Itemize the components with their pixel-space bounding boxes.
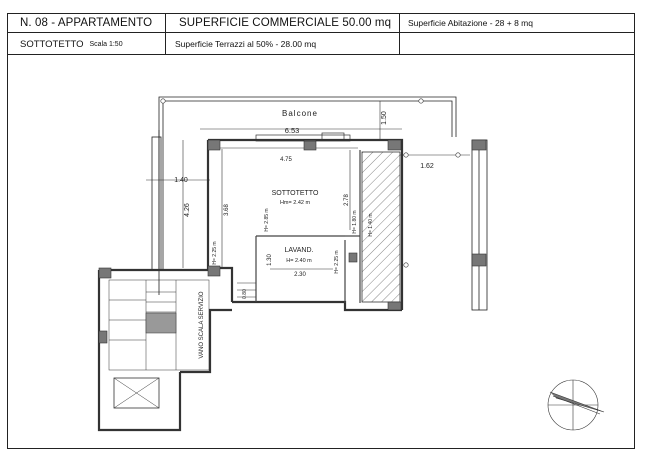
dim-laundry-width: 2.30 <box>294 272 306 278</box>
sheet-frame <box>7 13 635 449</box>
unit-title: N. 08 - APPARTAMENTO <box>7 13 166 33</box>
balcony-markers <box>160 98 461 268</box>
dim-inner-width: 4.75 <box>280 157 292 163</box>
terrace-area: Superficie Terrazzi al 50% - 28.00 mq <box>166 33 400 55</box>
commercial-area: SUPERFICIE COMMERCIALE 50.00 mq <box>166 13 400 33</box>
dim-left-depth: 4.26 <box>184 203 191 217</box>
service-stair <box>108 279 256 409</box>
drawing-scale: Scala 1:50 <box>89 40 123 48</box>
height-180: H= 1.80 m <box>352 210 358 233</box>
balcony-label: Balcone <box>282 109 318 118</box>
skylight <box>255 132 351 142</box>
level-cell: SOTTOTETTO Scala 1:50 <box>7 33 166 55</box>
interior-walls <box>255 150 361 303</box>
columns <box>98 139 487 344</box>
height-140: H= 1.40 m <box>368 213 374 236</box>
dim-inner-depth: 3.68 <box>224 204 230 216</box>
living-area: Superficie Abitazione - 28 + 8 mq <box>400 13 635 33</box>
attic-height: Hm= 2.42 m <box>280 200 311 206</box>
height-285: H= 2.85 m <box>264 208 270 231</box>
dim-left-offset: 1.40 <box>174 177 188 184</box>
height-225b: H= 2.25 m <box>334 250 340 273</box>
laundry-label: LAVAND. <box>285 247 314 254</box>
roof-slope-hatch <box>361 151 401 303</box>
dim-balcony-depth: 1.50 <box>381 111 388 125</box>
dim-laundry-depth: 1.30 <box>267 254 273 266</box>
dim-right-offset: 1.62 <box>420 163 434 170</box>
level-name: SOTTOTETTO <box>20 38 84 50</box>
exterior-walls <box>97 138 404 432</box>
attic-label: SOTTOTETTO <box>272 190 319 197</box>
north-arrow-icon <box>547 379 605 431</box>
dim-overall-width: 6.53 <box>285 126 300 135</box>
dim-right-depth: 2.78 <box>344 194 350 206</box>
title-block: N. 08 - APPARTAMENTO SUPERFICIE COMMERCI… <box>7 13 635 55</box>
dimension-lines <box>146 101 470 270</box>
stair-label: VANO SCALA SERVIZIO <box>199 291 205 358</box>
height-225: H= 2.25 m <box>212 241 218 264</box>
dim-stair-step: 0.80 <box>242 289 248 299</box>
laundry-height: H= 2.40 m <box>286 258 312 264</box>
